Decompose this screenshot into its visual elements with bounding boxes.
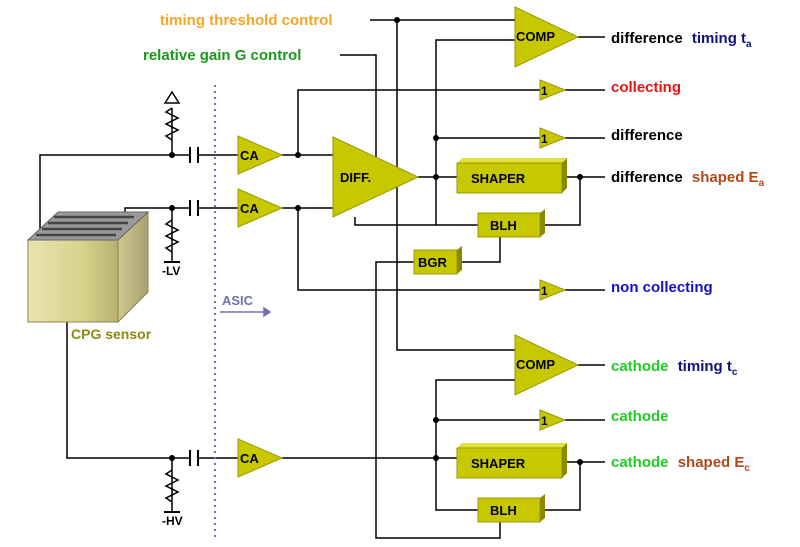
- ca-label-1: CA: [240, 148, 259, 163]
- comparator-2: [514, 334, 580, 396]
- bgr-block: [413, 249, 458, 275]
- wire-sensor-top: [39, 154, 190, 230]
- blocks: [237, 6, 580, 523]
- buffer-difference: [539, 127, 567, 149]
- wires: [39, 19, 605, 539]
- relative-gain-label: relative gain G control: [143, 47, 301, 64]
- charge-amp-2: [237, 188, 284, 228]
- cpg-sensor-cube: [26, 210, 150, 324]
- ca-label-2: CA: [240, 201, 259, 216]
- buffer-label-2: 1: [541, 132, 548, 146]
- comparator-1: [514, 6, 580, 68]
- buffer-collecting: [539, 79, 567, 101]
- output-diff-shaped: difference shaped Ea: [611, 169, 765, 189]
- wire-non-collecting: [297, 208, 540, 291]
- block-labels: CA CA CA DIFF. COMP COMP SHAPER SHAPER B…: [240, 29, 555, 518]
- output-cathode: cathode: [611, 408, 669, 425]
- lv-label: -LV: [162, 264, 180, 278]
- comp-label-2: COMP: [516, 357, 555, 372]
- blh-label-1: BLH: [490, 218, 517, 233]
- bgr-label: BGR: [418, 255, 448, 270]
- supply-arrow-icon: [163, 90, 181, 104]
- wire-threshold: [396, 20, 515, 351]
- blh-label-2: BLH: [490, 503, 517, 518]
- junction-dots: [169, 17, 583, 465]
- wire-cathode: [66, 322, 190, 459]
- bias-resistors: [163, 90, 181, 513]
- buffer-label-4: 1: [541, 414, 548, 428]
- sensor-label: CPG sensor: [71, 326, 152, 342]
- asic-arrow-icon: [220, 306, 272, 318]
- comp-label-1: COMP: [516, 29, 555, 44]
- output-non-collecting: non collecting: [611, 279, 713, 296]
- coupling-capacitors: [189, 147, 199, 466]
- asic-label: ASIC: [222, 293, 254, 308]
- output-difference: difference: [611, 127, 683, 144]
- blh-1: [477, 212, 541, 238]
- wire-collecting: [297, 89, 540, 155]
- wire-gain: [340, 54, 377, 160]
- blh-2: [477, 497, 541, 523]
- shaper-label-2: SHAPER: [471, 456, 526, 471]
- shaper-label-1: SHAPER: [471, 171, 526, 186]
- diff-label: DIFF.: [340, 170, 371, 185]
- shaper-1: [456, 162, 563, 194]
- buffer-non-collecting: [539, 279, 567, 301]
- output-collecting: collecting: [611, 79, 681, 96]
- ca-label-3: CA: [240, 451, 259, 466]
- buffer-label-3: 1: [541, 284, 548, 298]
- charge-amp-1: [237, 135, 284, 175]
- charge-amp-3: [237, 438, 284, 478]
- diff-amp: [332, 136, 420, 218]
- output-labels: difference timing ta collecting differen…: [611, 30, 765, 474]
- buffer-cathode: [539, 409, 567, 431]
- hv-label: -HV: [162, 514, 183, 528]
- buffer-label-1: 1: [541, 84, 548, 98]
- output-cath-shaped: cathode shaped Ec: [611, 454, 750, 474]
- output-cath-timing: cathode timing tc: [611, 358, 738, 378]
- timing-threshold-label: timing threshold control: [160, 12, 333, 29]
- output-diff-timing: difference timing ta: [611, 30, 752, 50]
